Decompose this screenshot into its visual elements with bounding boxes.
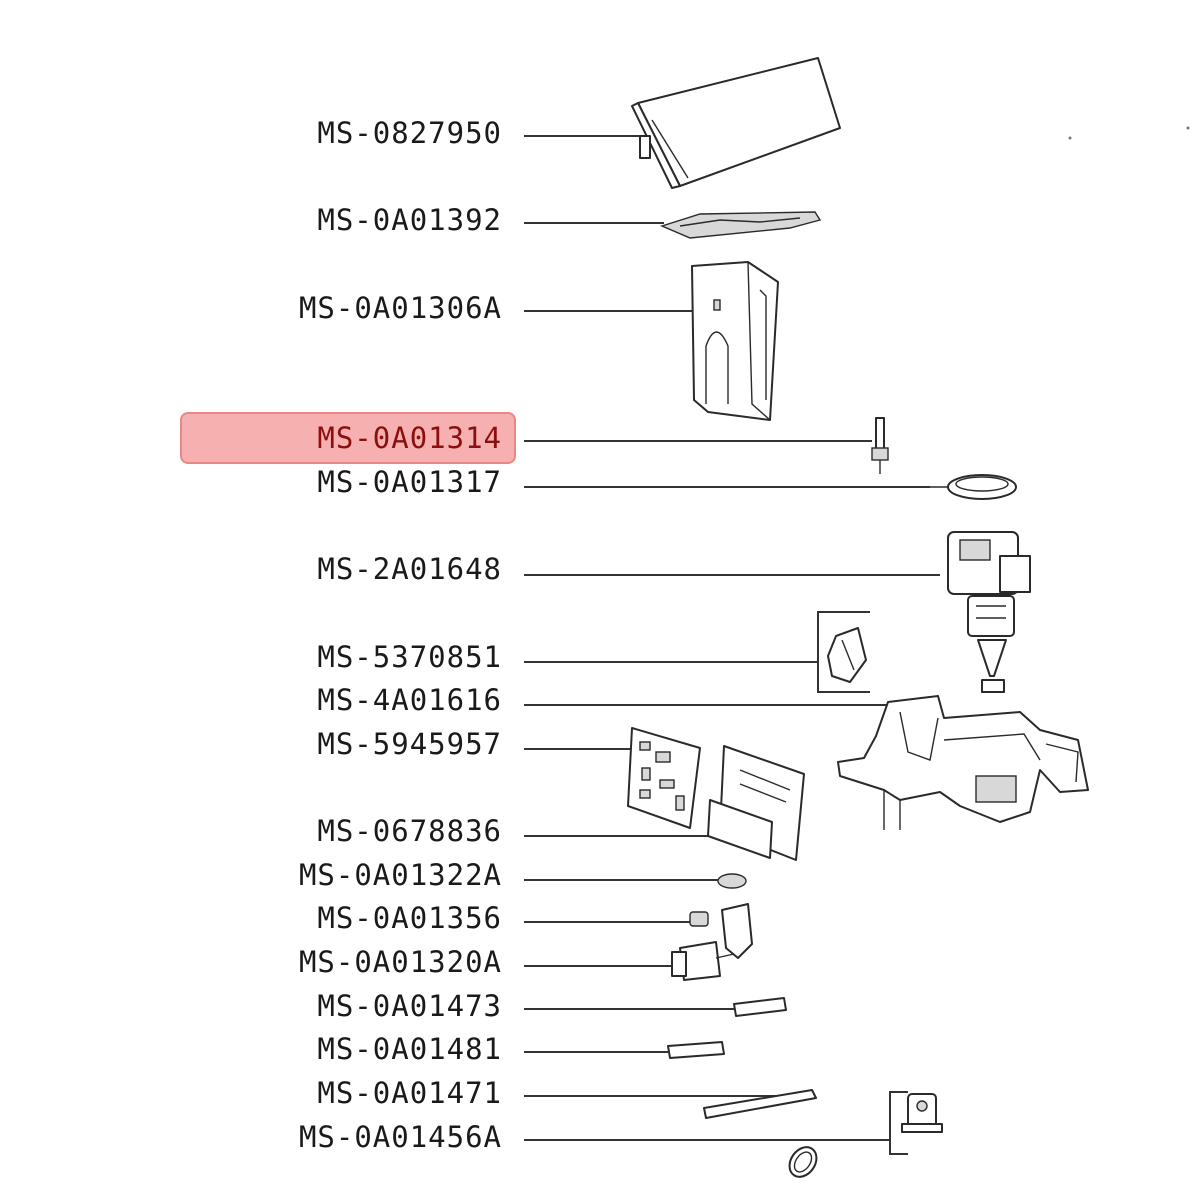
- part-drawing-pcb: [627, 727, 701, 829]
- part-drawing-tank-lid: [631, 57, 841, 189]
- part-drawing-valve-assembly: [671, 903, 753, 981]
- part-label-ms-0a01320a[interactable]: MS-0A01320A: [298, 945, 502, 979]
- speck: [1068, 136, 1072, 140]
- leader-bracket: [817, 611, 870, 693]
- part-label-ms-0a01306a[interactable]: MS-0A01306A: [298, 291, 502, 325]
- leader-lines: [524, 135, 940, 1155]
- part-label-ms-0a01456a[interactable]: MS-0A01456A: [298, 1120, 502, 1154]
- part-label-ms-0a01473[interactable]: MS-0A01473: [317, 989, 502, 1023]
- part-label-ms-4a01616[interactable]: MS-4A01616: [317, 683, 502, 717]
- part-drawing-chassis: [837, 695, 1089, 830]
- part-label-ms-5370851[interactable]: MS-5370851: [317, 640, 502, 674]
- part-drawing-switch: [827, 627, 867, 683]
- selected-part-highlight: [180, 412, 516, 464]
- part-drawing-grinder-motor: [947, 531, 1031, 693]
- leader-bracket: [889, 1091, 908, 1155]
- part-drawing-filter-disc: [930, 474, 1017, 500]
- part-drawing-valve-pin: [871, 417, 889, 474]
- part-label-ms-0a01481[interactable]: MS-0A01481: [317, 1032, 502, 1066]
- part-label-ms-0a01392[interactable]: MS-0A01392: [317, 203, 502, 237]
- speck: [1186, 126, 1190, 130]
- part-label-ms-0a01317[interactable]: MS-0A01317: [317, 465, 502, 499]
- part-label-ms-0a01314[interactable]: MS-0A01314: [317, 421, 502, 455]
- part-drawing-connector: [788, 1093, 943, 1178]
- part-drawing-gasket: [659, 211, 822, 239]
- part-drawing-tube-long: [733, 997, 787, 1017]
- part-label-ms-5945957[interactable]: MS-5945957: [317, 727, 502, 761]
- part-drawing-control-board: [707, 745, 805, 861]
- part-label-ms-0827950[interactable]: MS-0827950: [317, 116, 502, 150]
- part-drawing-rod: [703, 1089, 817, 1119]
- part-label-ms-0a01356[interactable]: MS-0A01356: [317, 901, 502, 935]
- part-label-ms-2a01648[interactable]: MS-2A01648: [317, 552, 502, 586]
- part-label-ms-0678836[interactable]: MS-0678836: [317, 814, 502, 848]
- part-drawing-water-tank: [691, 261, 779, 421]
- part-label-ms-0a01322a[interactable]: MS-0A01322A: [298, 858, 502, 892]
- part-drawing-seal: [717, 873, 747, 889]
- part-drawing-tube-short: [667, 1041, 725, 1059]
- part-label-ms-0a01471[interactable]: MS-0A01471: [317, 1076, 502, 1110]
